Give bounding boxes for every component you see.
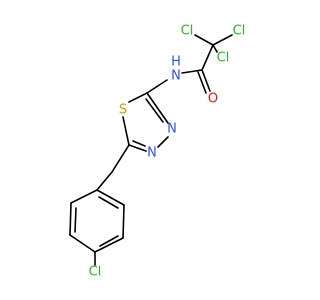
bond-nitrogen-ring-c2 xyxy=(146,79,168,94)
bond-c-cl2 xyxy=(212,34,233,46)
bond-ar-inner-3 xyxy=(98,196,119,209)
bond-c5-ch2 xyxy=(111,144,130,173)
bond-c-cl1 xyxy=(194,34,214,46)
bond-c-cl3 xyxy=(212,44,218,53)
bond-carbonyl-nitrogen xyxy=(181,69,203,74)
bond-ar-2 xyxy=(69,202,72,236)
bond-s-c5 xyxy=(122,116,130,146)
molecule-structure-diagram: Cl Cl Cl N H O S N N Cl xyxy=(69,24,246,280)
bond-ar-inner-1 xyxy=(74,207,77,233)
atom-s: S xyxy=(119,103,127,118)
atom-cl-3: Cl xyxy=(217,51,230,66)
bond-carbonyl-oxygen-2 xyxy=(197,71,207,94)
atom-o: O xyxy=(208,92,218,107)
bond-ar-3 xyxy=(69,234,96,253)
bond-ar-4 xyxy=(94,237,124,253)
bond-n4-n3 xyxy=(157,136,169,148)
bond-c2-s xyxy=(128,92,148,103)
atom-h-amide: H xyxy=(171,55,181,70)
bond-ar-1 xyxy=(70,189,98,204)
bond-ccl3-carbonyl xyxy=(201,44,214,71)
atom-cl-aryl: Cl xyxy=(89,265,102,280)
atom-cl-2: Cl xyxy=(233,24,246,39)
atom-n-amide: N xyxy=(171,69,181,84)
bond-n3-c2 xyxy=(146,92,169,124)
atom-n-ring-4: N xyxy=(147,146,157,161)
bond-c5-n4-inner xyxy=(132,140,146,147)
atom-n-ring-3: N xyxy=(167,122,177,137)
bond-ar-5 xyxy=(122,204,125,239)
bond-ar-inner-2 xyxy=(99,235,119,247)
bond-ch2-aryl xyxy=(96,171,113,191)
bond-carbonyl-oxygen-1 xyxy=(201,69,211,92)
bond-ar-6 xyxy=(96,189,125,206)
bond-c5-n4 xyxy=(128,144,147,152)
molecule-svg: Cl Cl Cl N H O S N N Cl xyxy=(69,24,246,280)
atom-cl-1: Cl xyxy=(181,24,194,39)
bond-n3-c2-inner xyxy=(145,98,164,123)
